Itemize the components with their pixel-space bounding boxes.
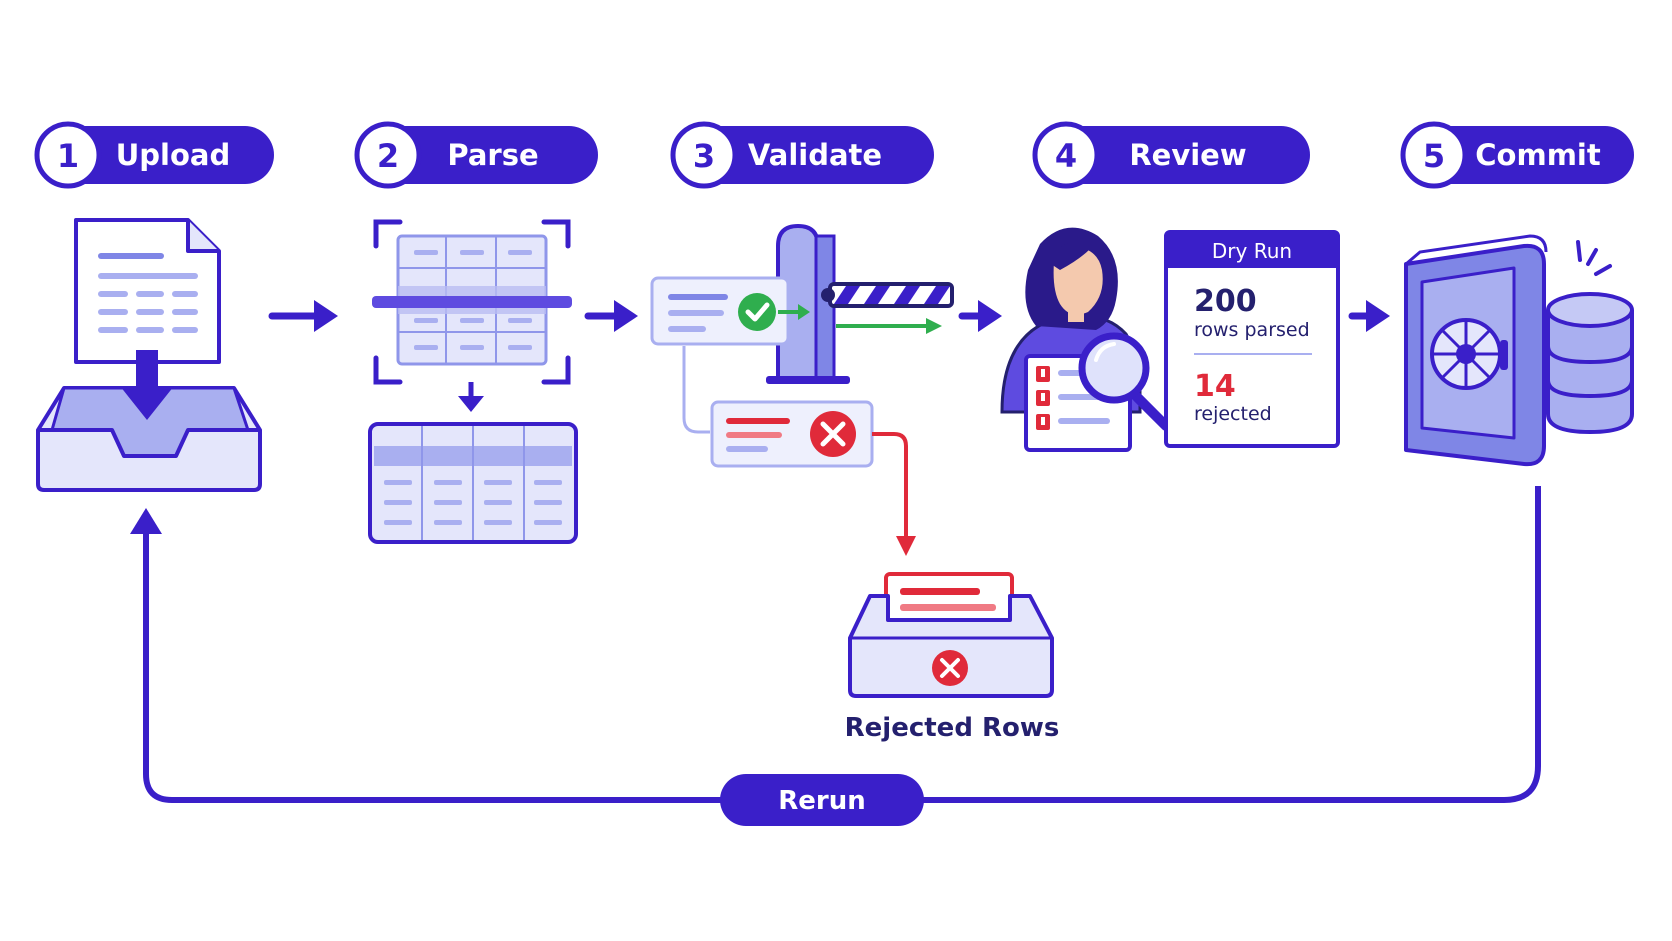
flow-arrow-parse-to-validate xyxy=(584,300,638,332)
dry-run-card xyxy=(1164,230,1340,448)
reject-x-icon xyxy=(810,411,856,457)
step-4-label: Review xyxy=(1129,138,1246,172)
sparkle-icon xyxy=(1576,240,1612,276)
step-1-label: Upload xyxy=(116,138,231,172)
upload-tray-icon xyxy=(36,386,262,492)
step-4-number: 4 xyxy=(1055,137,1077,175)
parse-down-arrow-icon xyxy=(458,382,484,412)
dry-run-parsed-label: rows parsed xyxy=(1194,319,1310,341)
step-2-number: 2 xyxy=(377,137,399,175)
dry-run-rejected-label: rejected xyxy=(1194,403,1272,425)
parse-scan-frame-icon xyxy=(372,219,572,385)
rerun-pill xyxy=(720,774,924,826)
validate-barrier-arm-icon xyxy=(821,282,954,308)
step-3-pill: 3 Validate xyxy=(670,121,934,189)
step-3-number: 3 xyxy=(693,137,715,175)
dry-run-title: Dry Run xyxy=(1212,239,1292,263)
step-2-pill: 2 Parse xyxy=(354,121,598,189)
flow-arrow-upload-to-parse xyxy=(268,300,338,332)
dry-run-parsed-count: 200 xyxy=(1194,284,1257,319)
rejected-rows-label: Rejected Rows xyxy=(845,713,1060,743)
upload-down-arrow-icon xyxy=(120,350,174,420)
step-5-pill: 5 Commit xyxy=(1400,121,1634,189)
database-icon xyxy=(1546,292,1634,435)
reject-connector-line xyxy=(682,346,710,434)
check-icon xyxy=(738,293,776,331)
flow-arrow-review-to-commit xyxy=(1348,300,1390,332)
step-1-number: 1 xyxy=(57,137,79,175)
valid-path-arrow xyxy=(778,304,942,334)
reject-path-arrow xyxy=(872,432,916,556)
rerun-label: Rerun xyxy=(778,786,866,816)
parsed-table-icon xyxy=(368,422,578,544)
step-2-label: Parse xyxy=(447,138,538,172)
rerun-loop-line xyxy=(130,486,1541,803)
step-3-label: Validate xyxy=(748,138,882,172)
step-1-pill: 1 Upload xyxy=(34,121,274,189)
step-4-pill: 4 Review xyxy=(1032,121,1310,189)
flow-arrow-validate-to-review xyxy=(958,300,1002,332)
rejected-rows-bin-icon xyxy=(848,572,1054,698)
step-5-number: 5 xyxy=(1423,137,1445,175)
upload-document-icon xyxy=(74,218,221,364)
step-5-label: Commit xyxy=(1475,138,1601,172)
vault-safe-icon xyxy=(1404,234,1548,467)
dry-run-rejected-count: 14 xyxy=(1194,369,1236,404)
magnifier-icon xyxy=(1078,332,1171,431)
